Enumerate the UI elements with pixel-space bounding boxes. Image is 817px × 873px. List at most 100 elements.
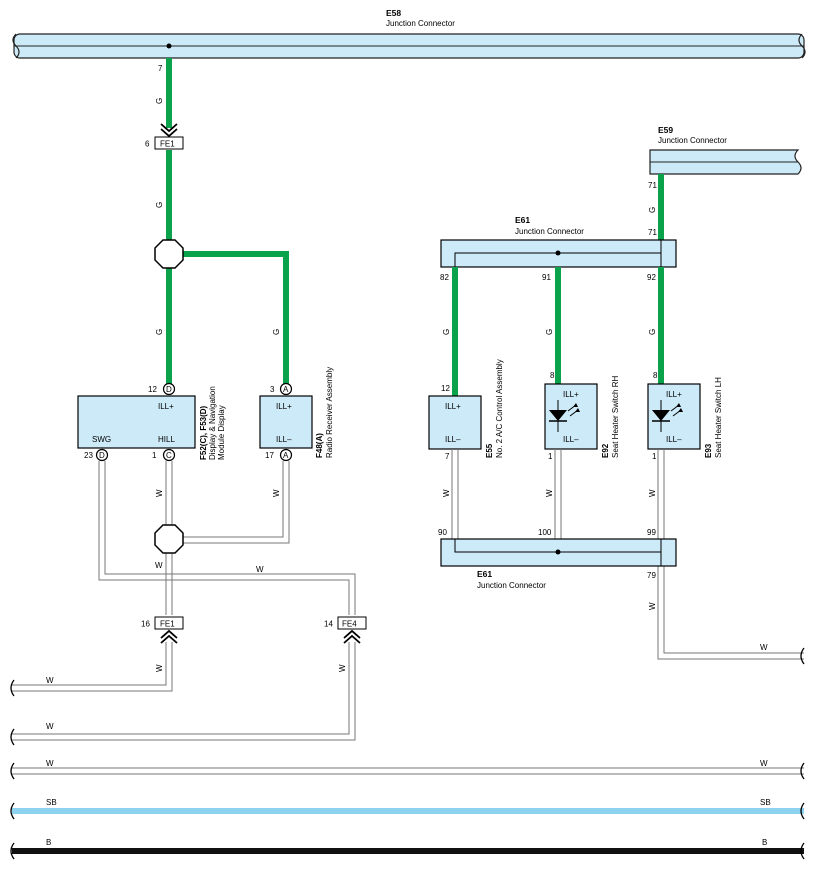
green-wires-right bbox=[452, 267, 664, 396]
wire-color-w: W bbox=[155, 561, 163, 570]
ac-terminal-ill-minus: ILL– bbox=[445, 435, 461, 444]
wire-color-sb: SB bbox=[46, 798, 57, 807]
wire-color-w: W bbox=[442, 489, 451, 497]
seat-heater-switch-lh: 8 ILL+ ILL– 1 E93 Seat Heater Switch LH bbox=[647, 371, 723, 461]
wire-color-w: W bbox=[155, 489, 164, 497]
e61-pin-100: 100 bbox=[538, 528, 552, 537]
display-name-line1: Display & Navigation bbox=[208, 386, 217, 460]
wire-color-w: W bbox=[46, 722, 54, 731]
rh-name: Seat Heater Switch RH bbox=[611, 376, 620, 458]
wire-color-g: G bbox=[155, 329, 164, 335]
lh-name: Seat Heater Switch LH bbox=[714, 377, 723, 458]
wire-color-g: G bbox=[648, 329, 657, 335]
display-name-line2: Module Display bbox=[217, 405, 226, 460]
wire-color-w: W bbox=[760, 643, 768, 652]
radio-terminal-ill-plus: ILL+ bbox=[276, 402, 292, 411]
display-pin-swg: 23 bbox=[84, 451, 93, 460]
e61-pin-79: 79 bbox=[647, 571, 656, 580]
display-terminal-ill-plus: ILL+ bbox=[158, 402, 174, 411]
wire-color-w: W bbox=[46, 759, 54, 768]
wire-color-w: W bbox=[648, 602, 657, 610]
ac-name: No. 2 A/C Control Assembly bbox=[495, 359, 504, 458]
e61-pin-91: 91 bbox=[542, 273, 551, 282]
e58-id: E58 bbox=[386, 8, 401, 18]
seat-heater-switch-rh: 8 ILL+ ILL– 1 E92 Seat Heater Switch RH bbox=[544, 371, 620, 461]
wire-color-g: G bbox=[648, 207, 657, 213]
radio-name: Radio Receiver Assembly bbox=[325, 367, 334, 458]
junction-connector-e61-top: E61 Junction Connector 71 82 91 92 bbox=[440, 215, 677, 282]
white-wires-left bbox=[12, 461, 356, 741]
rh-id: E92 bbox=[601, 443, 610, 458]
e59-name: Junction Connector bbox=[658, 136, 727, 145]
fe4-label: FE4 bbox=[342, 620, 357, 629]
lh-pin-ill-plus: 8 bbox=[653, 371, 658, 380]
radio-id: F48(A) bbox=[315, 433, 324, 458]
e61-pin-71: 71 bbox=[648, 228, 657, 237]
led-icon bbox=[549, 400, 580, 432]
e61-top-name: Junction Connector bbox=[515, 227, 584, 236]
led-icon bbox=[652, 400, 683, 432]
display-terminal-swg: SWG bbox=[92, 435, 111, 444]
bus-sky-blue: SB SB bbox=[12, 798, 804, 814]
wire-break-marks-left bbox=[10, 679, 15, 860]
radio-pin-ill-minus: 17 bbox=[265, 451, 274, 460]
ac-pin-ill-plus: 12 bbox=[441, 384, 450, 393]
wire-color-w: W bbox=[760, 759, 768, 768]
ac-id: E55 bbox=[485, 443, 494, 458]
fe1-top-pin: 6 bbox=[145, 140, 150, 149]
e61-top-id: E61 bbox=[515, 215, 530, 225]
wire-color-w: W bbox=[648, 489, 657, 497]
wire-color-w: W bbox=[46, 676, 54, 685]
rh-pin-ill-minus: 1 bbox=[548, 452, 553, 461]
radio-pin-conn: A bbox=[283, 385, 289, 394]
wire-color-w: W bbox=[545, 489, 554, 497]
e59-id: E59 bbox=[658, 125, 673, 135]
ac-terminal-ill-plus: ILL+ bbox=[445, 402, 461, 411]
radio-terminal-ill-minus: ILL– bbox=[276, 435, 292, 444]
fe1-bottom-pin: 16 bbox=[141, 620, 150, 629]
display-pin-hill-conn: C bbox=[166, 451, 172, 460]
wire-color-w: W bbox=[272, 489, 281, 497]
wire-color-b: B bbox=[762, 838, 767, 847]
wire-color-b: B bbox=[46, 838, 51, 847]
bus-black: B B bbox=[12, 838, 804, 854]
ac-control-assembly: 12 ILL+ ILL– 7 E55 No. 2 A/C Control Ass… bbox=[428, 359, 504, 461]
display-navigation-module: D 12 ILL+ SWG HILL D 23 C 1 F52(C), F53(… bbox=[77, 382, 226, 462]
wire-break-marks-right bbox=[800, 647, 805, 860]
e58-pin-7: 7 bbox=[158, 64, 163, 73]
rh-terminal-ill-plus: ILL+ bbox=[563, 390, 579, 399]
inline-connector-fe4: FE4 14 bbox=[324, 616, 367, 644]
wire-color-g: G bbox=[272, 329, 281, 335]
display-pin-swg-conn: D bbox=[99, 451, 105, 460]
e61-pin-99: 99 bbox=[647, 528, 656, 537]
e58-name: Junction Connector bbox=[386, 19, 455, 28]
inline-connector-fe1-top: FE1 6 bbox=[145, 123, 184, 150]
splice-point-white bbox=[154, 524, 184, 554]
white-wires-right bbox=[451, 449, 804, 660]
display-pin-ill-plus: 12 bbox=[148, 385, 157, 394]
lh-pin-ill-minus: 1 bbox=[652, 452, 657, 461]
wire-color-w: W bbox=[256, 565, 264, 574]
radio-pin-ill-plus: 3 bbox=[270, 385, 275, 394]
e59-pin-71: 71 bbox=[648, 181, 657, 190]
display-pin-ill-plus-conn: D bbox=[166, 385, 172, 394]
rh-pin-ill-plus: 8 bbox=[550, 371, 555, 380]
junction-connector-e59: E59 Junction Connector 71 bbox=[648, 125, 802, 190]
display-terminal-hill: HILL bbox=[158, 435, 175, 444]
fe1-bottom-label: FE1 bbox=[160, 620, 175, 629]
wire-color-g: G bbox=[442, 329, 451, 335]
rh-terminal-ill-minus: ILL– bbox=[563, 435, 579, 444]
inline-connector-fe1-bottom: FE1 16 bbox=[141, 616, 184, 644]
bus-white: W W bbox=[12, 759, 804, 775]
splice-point-green bbox=[154, 239, 184, 269]
wire-color-g: G bbox=[545, 329, 554, 335]
fe4-pin: 14 bbox=[324, 620, 333, 629]
ac-pin-ill-minus: 7 bbox=[445, 452, 450, 461]
display-pin-hill: 1 bbox=[152, 451, 157, 460]
e61-bottom-id: E61 bbox=[477, 569, 492, 579]
wire-color-g: G bbox=[155, 202, 164, 208]
junction-connector-e58: E58 Junction Connector 7 bbox=[12, 8, 806, 73]
e61-pin-82: 82 bbox=[440, 273, 449, 282]
lh-terminal-ill-plus: ILL+ bbox=[666, 390, 682, 399]
